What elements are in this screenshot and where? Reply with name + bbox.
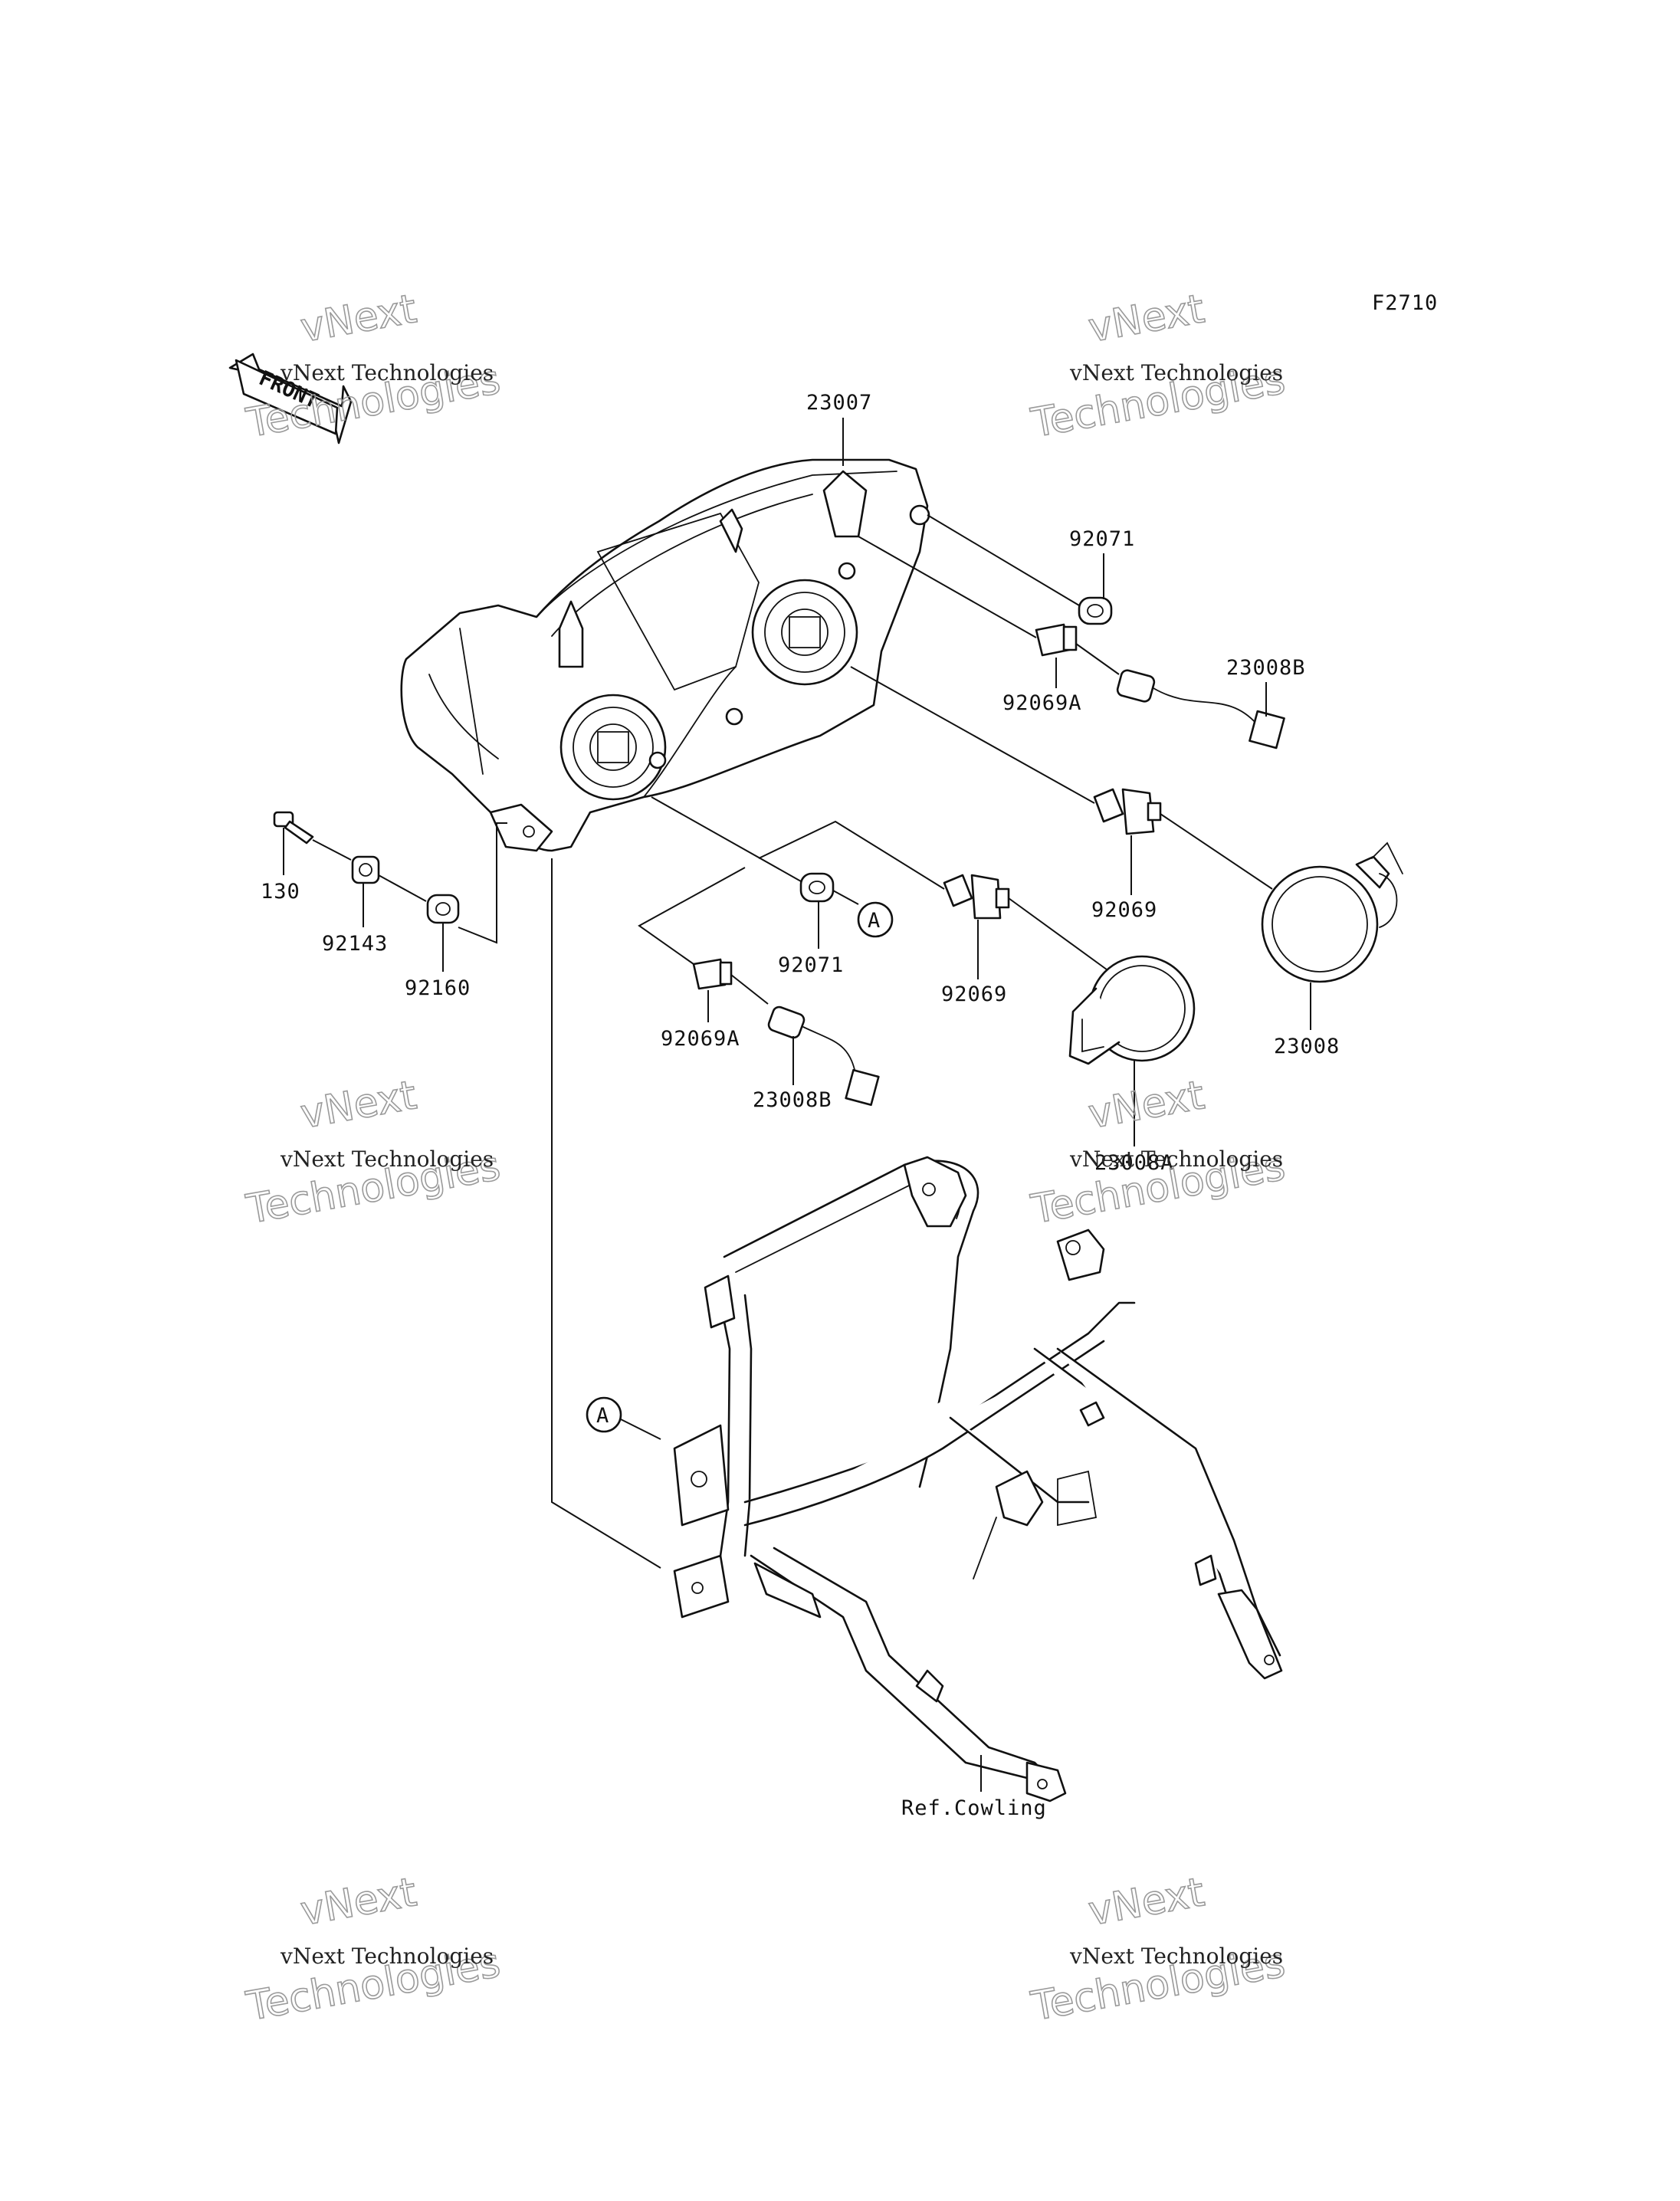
bolt-130 (273, 811, 314, 845)
watermark-1: vNext Technologies vNext Technologies (242, 286, 504, 448)
watermark-4: vNext Technologies vNext Technologies (1027, 1072, 1289, 1234)
svg-text:vNext: vNext (297, 1869, 420, 1934)
svg-text:vNext Technologies: vNext Technologies (1069, 360, 1283, 385)
svg-text:vNext: vNext (1085, 1072, 1208, 1137)
grommet-92160 (426, 894, 460, 924)
svg-text:vNext Technologies: vNext Technologies (280, 1146, 494, 1172)
label-92069A-low: 92069A (661, 1027, 740, 1051)
cap-23008A (1068, 955, 1196, 1065)
label-23008B-top: 23008B (1226, 656, 1306, 680)
svg-text:vNext Technologies: vNext Technologies (280, 1944, 494, 1969)
label-23008B-low: 23008B (753, 1088, 832, 1112)
label-ref-cowling: Ref.Cowling (901, 1796, 1047, 1820)
socket-23008B-top (1116, 669, 1285, 750)
svg-text:A: A (868, 909, 881, 933)
svg-text:A: A (596, 1404, 609, 1428)
bulb-92069-mid (943, 874, 1010, 920)
label-92071-top: 92071 (1069, 527, 1135, 551)
callout-a-lower: A (586, 1396, 622, 1433)
svg-text:vNext Technologies: vNext Technologies (280, 360, 494, 385)
label-92071-mid: 92071 (778, 953, 844, 977)
watermark-3: vNext Technologies vNext Technologies (242, 1072, 504, 1234)
svg-text:vNext Technologies: vNext Technologies (1069, 1944, 1283, 1969)
bulb-92069A-low (692, 958, 733, 990)
collar-92143 (351, 855, 380, 884)
label-23008A: 23008A (1094, 1151, 1174, 1175)
grommet-92071-mid (799, 872, 835, 903)
cap-23008 (1261, 841, 1403, 983)
svg-text:vNext Technologies: vNext Technologies (1069, 1146, 1283, 1172)
label-23007: 23007 (806, 391, 872, 415)
socket-23008B-low (767, 1005, 880, 1107)
figure-code: F2710 (1372, 291, 1438, 315)
watermark-5: vNext Technologies vNext Technologies (242, 1869, 504, 2031)
label-92069-mid: 92069 (941, 982, 1007, 1006)
label-92069-right: 92069 (1091, 898, 1157, 922)
label-92069A-top: 92069A (1002, 691, 1082, 715)
headlight-assembly (400, 458, 930, 852)
svg-text:vNext: vNext (1085, 1869, 1208, 1934)
callout-a-upper: A (857, 901, 894, 938)
watermark-6: vNext Technologies vNext Technologies (1027, 1869, 1289, 2031)
svg-text:vNext: vNext (297, 286, 420, 351)
bulb-92069A-top (1035, 623, 1078, 657)
label-92160: 92160 (405, 976, 471, 1000)
bulb-92069-right (1093, 788, 1162, 835)
label-23008: 23008 (1274, 1035, 1340, 1058)
grommet-92071-top (1078, 596, 1113, 625)
watermark-2: vNext Technologies vNext Technologies (1027, 286, 1289, 448)
headlight-bracket (673, 1156, 1283, 1802)
label-130: 130 (261, 880, 300, 904)
svg-text:vNext: vNext (297, 1072, 420, 1137)
svg-text:vNext: vNext (1085, 286, 1208, 351)
label-92143: 92143 (322, 932, 388, 956)
